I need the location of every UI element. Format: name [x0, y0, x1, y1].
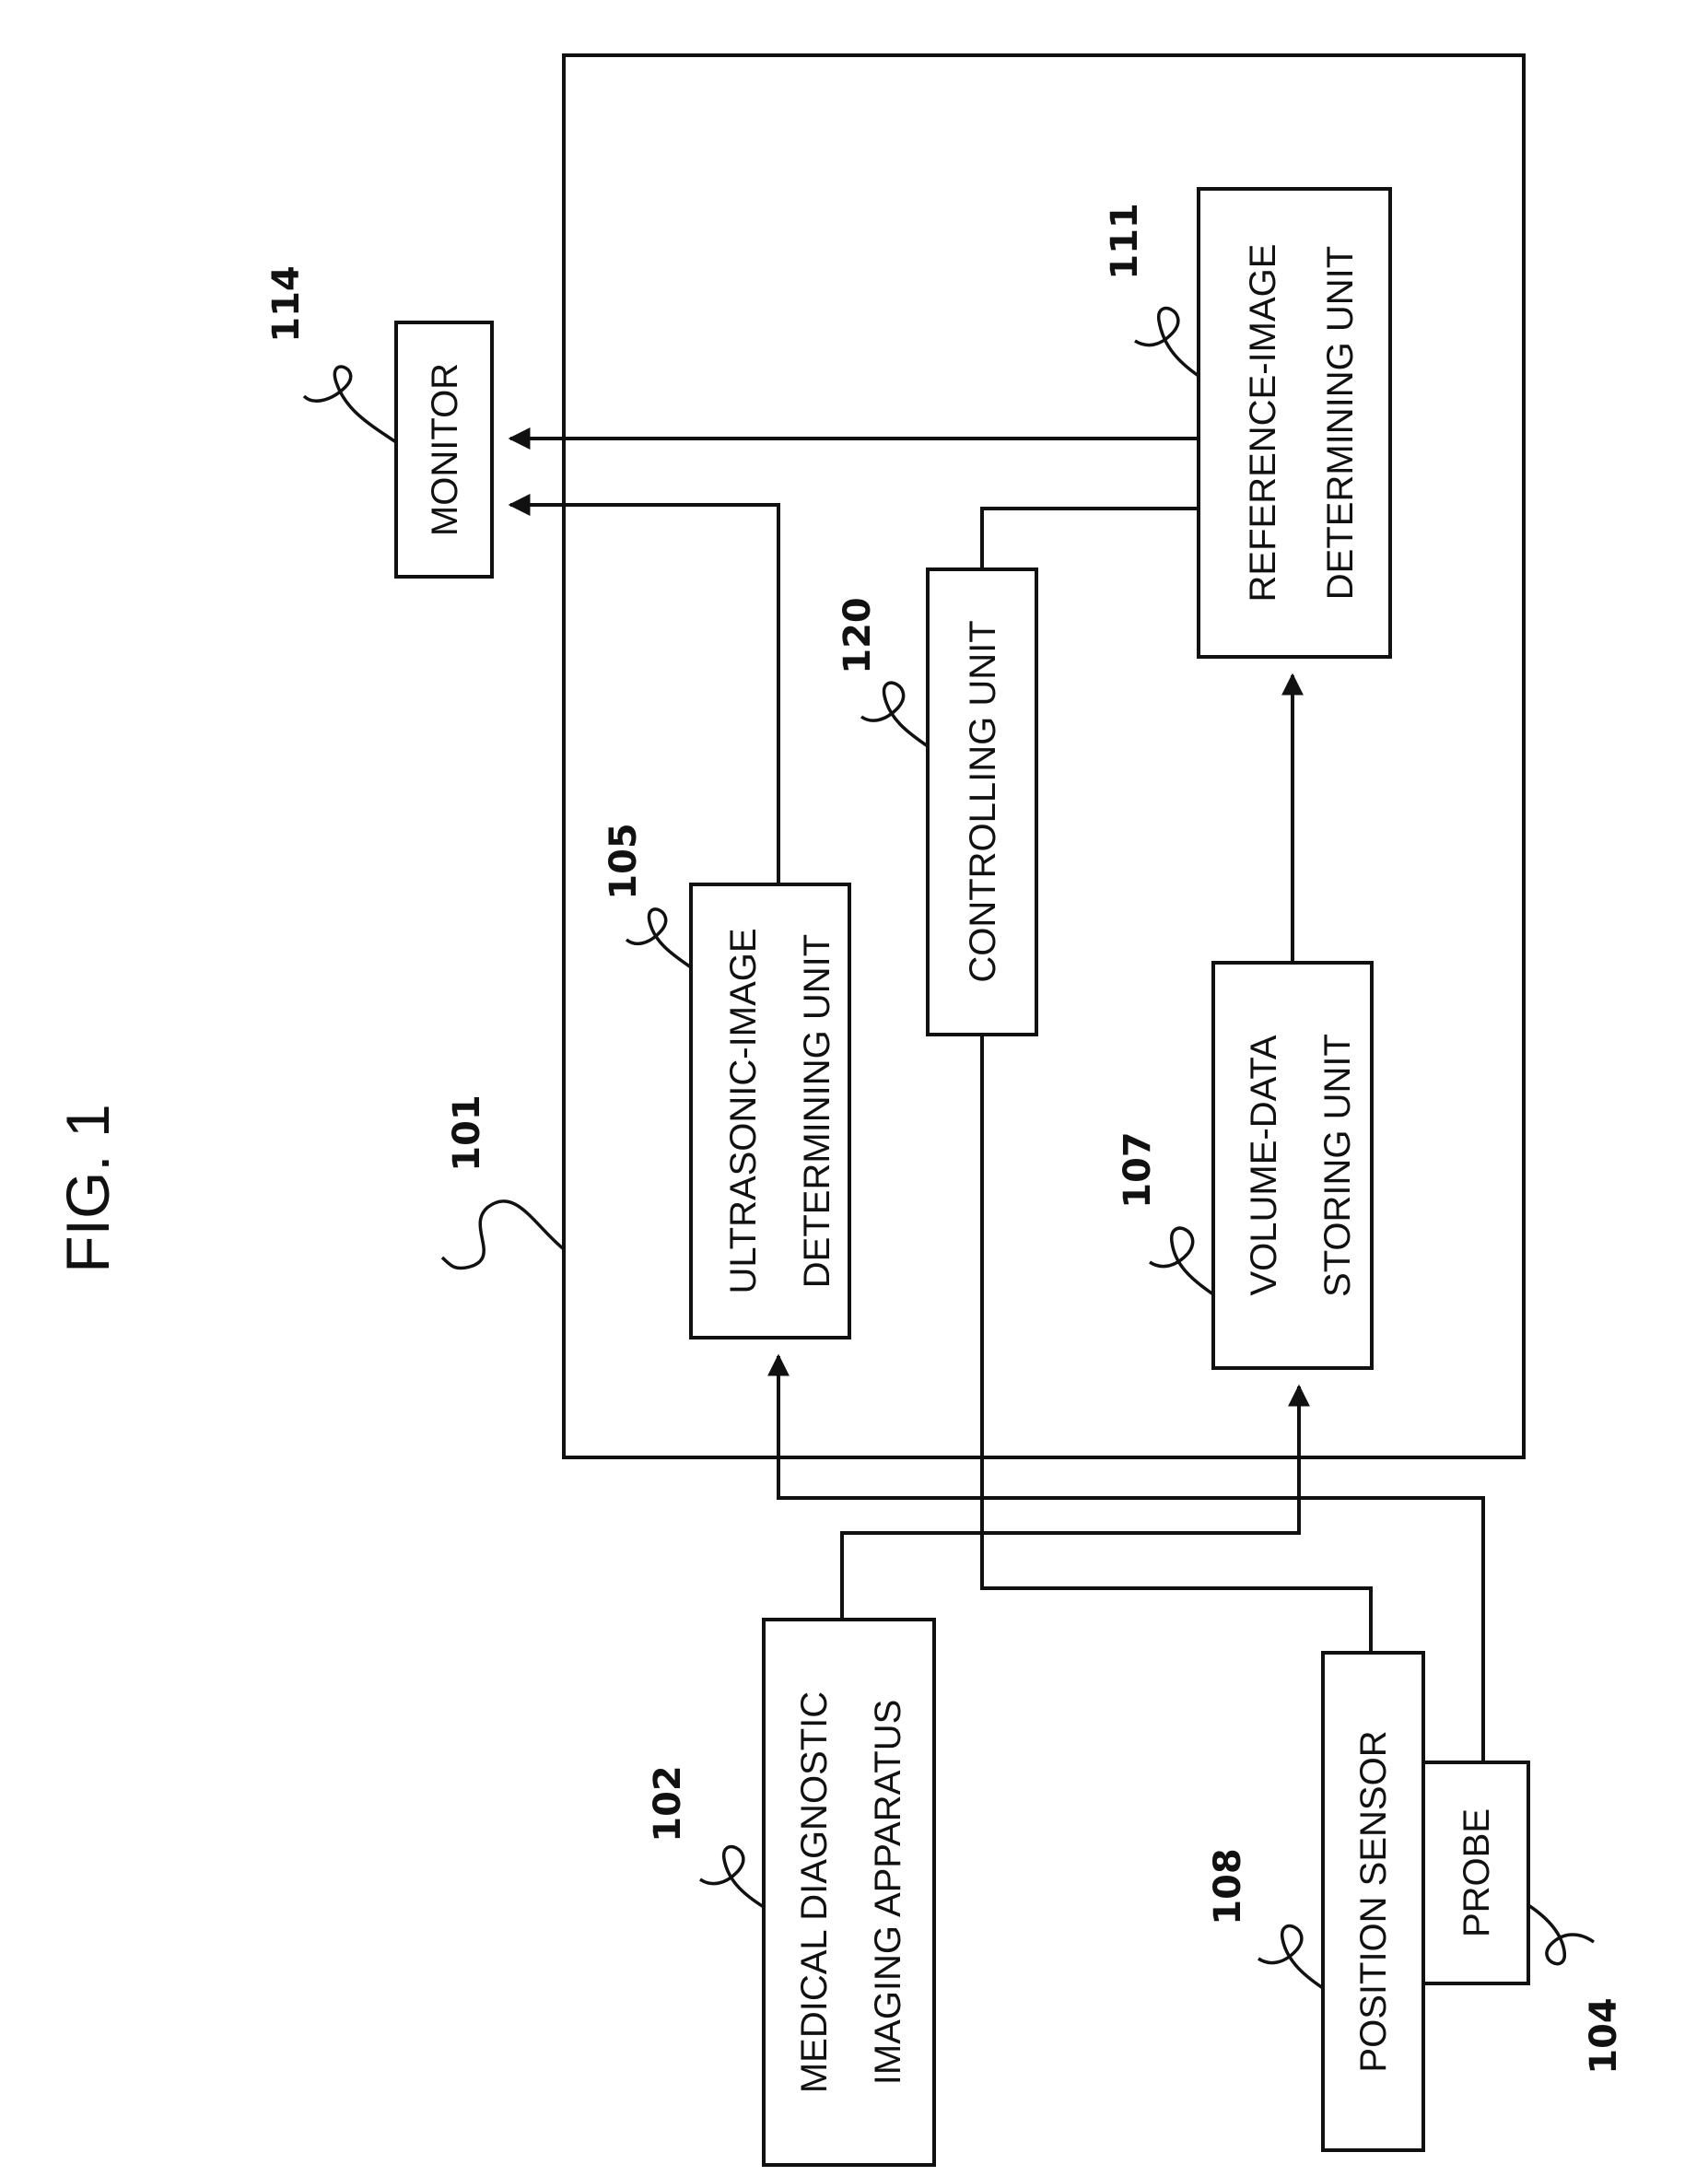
reference-label-line2: DETERMINING UNIT	[1320, 246, 1361, 600]
ref-108: 108	[1207, 1848, 1249, 1925]
volume-label-line1: VOLUME-DATA	[1244, 1035, 1284, 1295]
ref-105: 105	[602, 823, 645, 900]
ref-102: 102	[647, 1765, 689, 1843]
reference-label-line1: REFERENCE-IMAGE	[1243, 244, 1283, 602]
figure-title: FIG. 1	[53, 1104, 122, 1272]
position-sensor-label: POSITION SENSOR	[1353, 1730, 1394, 2072]
controlling-unit: CONTROLLING UNIT	[928, 569, 1036, 1035]
medical-label-line2: IMAGING APPARATUS	[868, 1700, 908, 2086]
monitor-block: MONITOR	[396, 322, 492, 577]
reference-image-determining-unit: REFERENCE-IMAGE DETERMINING UNIT	[1199, 189, 1390, 657]
ref-111: 111	[1104, 203, 1146, 280]
ultrasonic-label-line1: ULTRASONIC-IMAGE	[723, 928, 764, 1293]
position-sensor-block: POSITION SENSOR	[1323, 1653, 1423, 2150]
volume-data-storing-unit: VOLUME-DATA STORING UNIT	[1213, 963, 1372, 1368]
ref-114: 114	[265, 265, 308, 343]
probe-label: PROBE	[1456, 1808, 1497, 1937]
medical-label-line1: MEDICAL DIAGNOSTIC	[794, 1691, 835, 2093]
ref-104: 104	[1583, 1997, 1625, 2075]
ref-107: 107	[1117, 1131, 1159, 1209]
ultrasonic-label-line2: DETERMINING UNIT	[797, 934, 837, 1288]
controlling-label: CONTROLLING UNIT	[963, 620, 1003, 982]
ref-101: 101	[446, 1094, 488, 1172]
ultrasonic-image-determining-unit: ULTRASONIC-IMAGE DETERMINING UNIT	[691, 884, 849, 1338]
monitor-label: MONITOR	[425, 363, 465, 536]
probe-block: PROBE	[1423, 1762, 1528, 1983]
medical-diagnostic-imaging-apparatus: MEDICAL DIAGNOSTIC IMAGING APPARATUS	[764, 1620, 934, 2165]
volume-label-line2: STORING UNIT	[1317, 1034, 1358, 1297]
ref-120: 120	[836, 597, 879, 674]
